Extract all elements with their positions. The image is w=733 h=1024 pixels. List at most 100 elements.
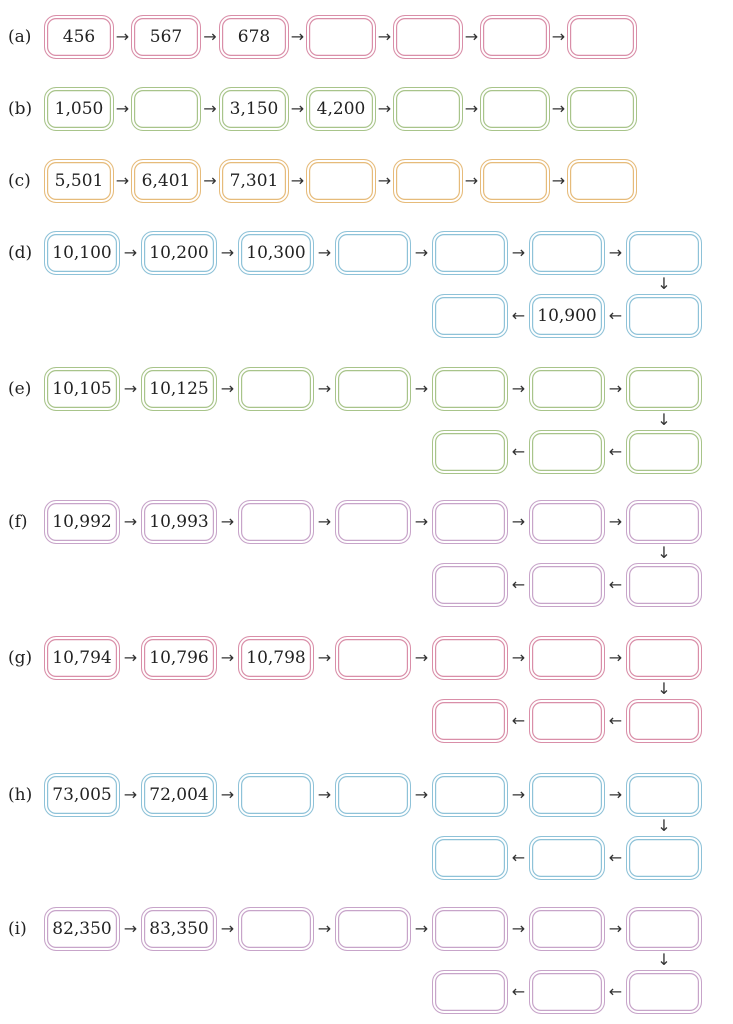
answer-box[interactable] bbox=[626, 231, 702, 275]
answer-box[interactable] bbox=[529, 563, 605, 607]
arrow-right-icon: → bbox=[551, 27, 566, 46]
answer-box[interactable] bbox=[131, 87, 201, 131]
answer-box[interactable] bbox=[238, 367, 314, 411]
answer-box[interactable] bbox=[529, 367, 605, 411]
number-box: 5,501 bbox=[44, 159, 114, 203]
arrow-right-icon: → bbox=[115, 99, 130, 118]
answer-box[interactable] bbox=[529, 500, 605, 544]
answer-box[interactable] bbox=[393, 87, 463, 131]
answer-box[interactable] bbox=[432, 294, 508, 338]
arrow-right-icon: → bbox=[115, 27, 130, 46]
answer-box[interactable] bbox=[335, 636, 411, 680]
box-value: 10,993 bbox=[149, 512, 209, 532]
arrow-left-icon: ← bbox=[511, 982, 526, 1001]
answer-box[interactable] bbox=[432, 636, 508, 680]
arrow-right-icon: → bbox=[464, 99, 479, 118]
answer-box[interactable] bbox=[626, 836, 702, 880]
answer-box[interactable] bbox=[626, 430, 702, 474]
arrow-right-icon: → bbox=[220, 648, 235, 667]
answer-box[interactable] bbox=[567, 87, 637, 131]
arrow-right-icon: → bbox=[414, 648, 429, 667]
box-value: 678 bbox=[237, 27, 271, 47]
arrow-down-icon: ↓ bbox=[657, 816, 671, 835]
arrow-left-icon: ← bbox=[511, 306, 526, 325]
answer-box[interactable] bbox=[432, 231, 508, 275]
answer-box[interactable] bbox=[335, 773, 411, 817]
answer-box[interactable] bbox=[626, 907, 702, 951]
answer-box[interactable] bbox=[529, 773, 605, 817]
arrow-right-icon: → bbox=[317, 243, 332, 262]
arrow-right-icon: → bbox=[377, 171, 392, 190]
number-box: 7,301 bbox=[219, 159, 289, 203]
arrow-left-icon: ← bbox=[608, 982, 623, 1001]
answer-box[interactable] bbox=[432, 699, 508, 743]
answer-box[interactable] bbox=[529, 231, 605, 275]
box-value: 10,300 bbox=[246, 243, 306, 263]
answer-box[interactable] bbox=[626, 563, 702, 607]
answer-box[interactable] bbox=[306, 159, 376, 203]
answer-box[interactable] bbox=[626, 367, 702, 411]
number-box: 82,350 bbox=[44, 907, 120, 951]
answer-box[interactable] bbox=[529, 970, 605, 1014]
arrow-right-icon: → bbox=[220, 379, 235, 398]
arrow-right-icon: → bbox=[123, 512, 138, 531]
arrow-right-icon: → bbox=[608, 379, 623, 398]
arrow-right-icon: → bbox=[511, 785, 526, 804]
answer-box[interactable] bbox=[393, 15, 463, 59]
answer-box[interactable] bbox=[432, 970, 508, 1014]
row-label: (h) bbox=[8, 785, 33, 805]
arrow-right-icon: → bbox=[414, 243, 429, 262]
answer-box[interactable] bbox=[393, 159, 463, 203]
answer-box[interactable] bbox=[480, 87, 550, 131]
answer-box[interactable] bbox=[529, 907, 605, 951]
answer-box[interactable] bbox=[432, 907, 508, 951]
arrow-left-icon: ← bbox=[608, 848, 623, 867]
answer-box[interactable] bbox=[432, 367, 508, 411]
answer-box[interactable] bbox=[626, 294, 702, 338]
answer-box[interactable] bbox=[432, 836, 508, 880]
answer-box[interactable] bbox=[306, 15, 376, 59]
answer-box[interactable] bbox=[529, 699, 605, 743]
arrow-left-icon: ← bbox=[608, 306, 623, 325]
answer-box[interactable] bbox=[432, 500, 508, 544]
answer-box[interactable] bbox=[567, 159, 637, 203]
answer-box[interactable] bbox=[567, 15, 637, 59]
box-value: 83,350 bbox=[149, 919, 209, 939]
answer-box[interactable] bbox=[238, 500, 314, 544]
box-value: 10,992 bbox=[52, 512, 112, 532]
arrow-right-icon: → bbox=[608, 919, 623, 938]
arrow-right-icon: → bbox=[317, 919, 332, 938]
arrow-right-icon: → bbox=[511, 379, 526, 398]
arrow-right-icon: → bbox=[290, 27, 305, 46]
number-box: 72,004 bbox=[141, 773, 217, 817]
arrow-right-icon: → bbox=[377, 99, 392, 118]
box-value: 10,125 bbox=[149, 379, 209, 399]
answer-box[interactable] bbox=[335, 367, 411, 411]
answer-box[interactable] bbox=[626, 970, 702, 1014]
answer-box[interactable] bbox=[626, 699, 702, 743]
answer-box[interactable] bbox=[626, 773, 702, 817]
answer-box[interactable] bbox=[432, 430, 508, 474]
answer-box[interactable] bbox=[238, 907, 314, 951]
box-value: 72,004 bbox=[149, 785, 209, 805]
arrow-left-icon: ← bbox=[608, 711, 623, 730]
arrow-left-icon: ← bbox=[511, 711, 526, 730]
arrow-right-icon: → bbox=[317, 648, 332, 667]
answer-box[interactable] bbox=[626, 500, 702, 544]
box-value: 10,900 bbox=[537, 306, 597, 326]
answer-box[interactable] bbox=[335, 231, 411, 275]
answer-box[interactable] bbox=[529, 836, 605, 880]
answer-box[interactable] bbox=[238, 773, 314, 817]
answer-box[interactable] bbox=[480, 15, 550, 59]
number-box: 3,150 bbox=[219, 87, 289, 131]
answer-box[interactable] bbox=[432, 773, 508, 817]
arrow-down-icon: ↓ bbox=[657, 543, 671, 562]
answer-box[interactable] bbox=[335, 907, 411, 951]
box-value: 567 bbox=[149, 27, 183, 47]
answer-box[interactable] bbox=[480, 159, 550, 203]
answer-box[interactable] bbox=[335, 500, 411, 544]
answer-box[interactable] bbox=[432, 563, 508, 607]
answer-box[interactable] bbox=[529, 430, 605, 474]
answer-box[interactable] bbox=[626, 636, 702, 680]
answer-box[interactable] bbox=[529, 636, 605, 680]
